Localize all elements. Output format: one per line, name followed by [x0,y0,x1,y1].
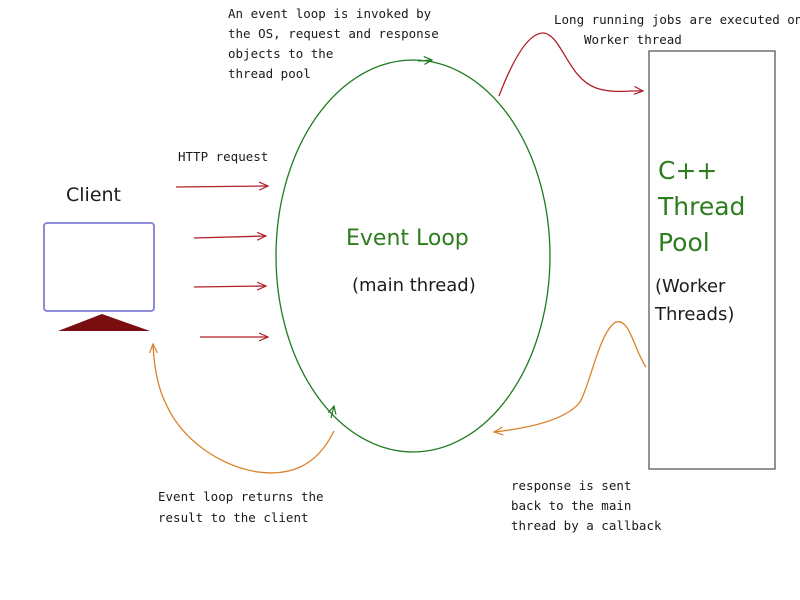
thread-pool-subtitle-line-2: Threads) [655,304,735,325]
client-monitor-screen [43,222,155,312]
thread-pool-title: C++ Thread Pool [658,153,745,261]
thread-pool-title-line-1: C++ [658,156,718,185]
return-to-client-arrow [153,344,335,474]
returns-line-1: Event loop returns the [158,489,324,504]
http-request-label: HTTP request [178,149,269,164]
event-loop-subtitle: (main thread) [352,275,476,296]
invoke-line-4: thread pool [228,66,311,81]
long-jobs-annotation: Long running jobs are executed on Worker… [554,10,800,50]
thread-pool-subtitle: (Worker Threads) [655,273,734,329]
callback-line-1: response is sent [511,478,632,493]
invoke-line-2: the OS, request and response [228,26,439,41]
request-arrow-2 [193,236,266,238]
event-loop-ellipse [275,59,551,453]
dispatch-to-worker-arrow [498,32,643,97]
loop-arrow-top [417,60,432,61]
request-arrow-3 [193,286,266,287]
thread-pool-title-line-3: Pool [658,228,710,257]
thread-pool-subtitle-line-1: (Worker [655,276,726,297]
loop-arrow-bottom-left [331,406,334,419]
callback-annotation: response is sent back to the main thread… [511,476,662,536]
callback-line-2: back to the main [511,498,632,513]
callback-arrow [494,321,647,432]
request-arrow-1 [175,186,268,187]
returns-line-2: result to the client [158,510,309,525]
long-jobs-line-1: Long running jobs are executed on [554,12,800,27]
invoke-line-1: An event loop is invoked by [228,6,432,21]
thread-pool-box [648,50,776,470]
client-monitor-stand [58,314,150,331]
invoke-line-3: objects to the [228,46,334,61]
event-loop-title: Event Loop [346,226,469,251]
callback-line-3: thread by a callback [511,518,662,533]
long-jobs-line-2: Worker thread [584,32,682,47]
returns-annotation: Event loop returns the result to the cli… [158,486,324,528]
client-label: Client [66,184,122,206]
thread-pool-title-line-2: Thread [658,192,746,221]
invoke-annotation: An event loop is invoked by the OS, requ… [228,4,439,84]
